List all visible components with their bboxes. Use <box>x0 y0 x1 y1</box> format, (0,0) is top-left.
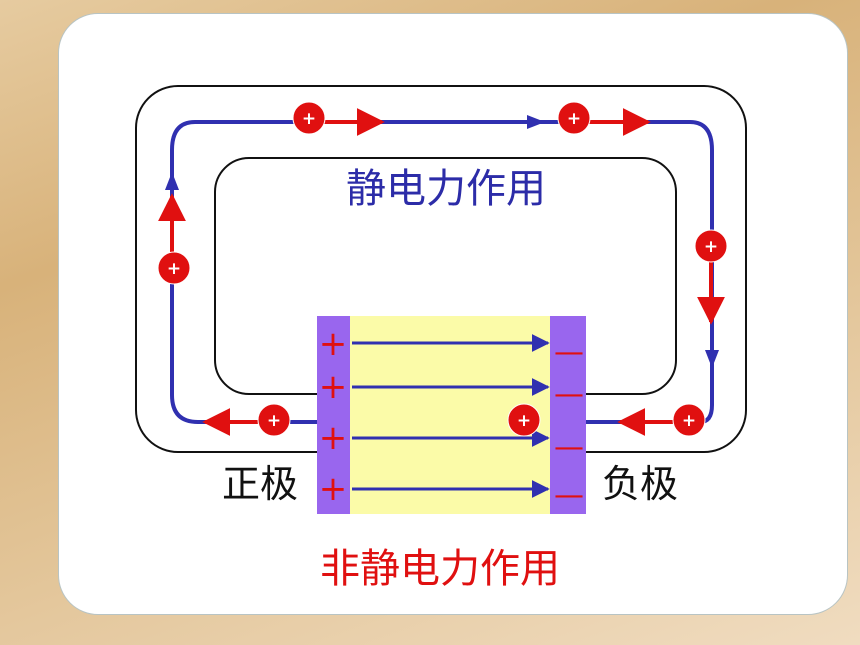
path-arrowhead-left <box>165 172 179 190</box>
positive-charge-bottom-left: + <box>257 403 291 437</box>
minus-sign-3: — <box>554 430 584 465</box>
plus-sign-4: + <box>319 469 348 509</box>
svg-text:+: + <box>567 109 581 129</box>
positive-electrode <box>317 316 350 514</box>
positive-charge-left: + <box>157 251 191 285</box>
svg-text:+: + <box>167 259 181 279</box>
non-electrostatic-force-label: 非静电力作用 <box>320 546 560 592</box>
positive-charge-right: + <box>694 229 728 263</box>
svg-text:+: + <box>267 411 281 431</box>
positive-pole-label: 正极 <box>222 462 298 506</box>
positive-charge-bottom-right: + <box>672 403 706 437</box>
minus-sign-1: — <box>554 335 584 370</box>
plus-sign-1: + <box>319 324 348 364</box>
circuit-path <box>170 120 714 424</box>
svg-text:+: + <box>704 237 718 257</box>
path-arrowhead-right <box>705 350 719 368</box>
electrostatic-force-label: 静电力作用 <box>346 166 546 212</box>
minus-sign-2: — <box>554 377 584 412</box>
minus-sign-4: — <box>554 478 584 513</box>
negative-electrode <box>550 316 586 514</box>
positive-charge-battery: + <box>507 403 541 437</box>
plus-sign-2: + <box>319 367 348 407</box>
plus-sign-3: + <box>319 418 348 458</box>
svg-text:+: + <box>302 109 316 129</box>
positive-charge-top-left: + <box>292 101 326 135</box>
positive-charge-top-right: + <box>557 101 591 135</box>
path-arrowhead-top <box>527 115 545 129</box>
negative-pole-label: 负极 <box>602 462 678 506</box>
svg-text:+: + <box>682 411 696 431</box>
svg-text:+: + <box>517 411 531 431</box>
